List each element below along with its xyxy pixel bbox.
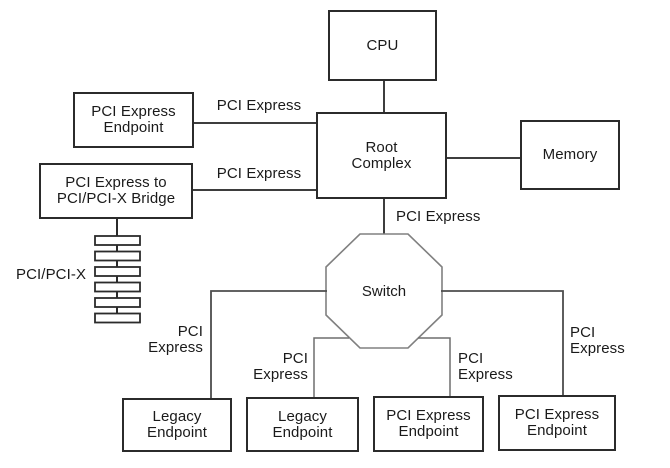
node-label: Root — [365, 138, 398, 156]
node-pcie-endpoint-4: PCI Express Endpoint — [498, 395, 616, 451]
node-pcie-endpoint-left: PCI Express Endpoint — [73, 92, 194, 148]
node-label: Legacy — [278, 407, 327, 425]
edge-label-switch-legacy-1: PCI Express — [148, 323, 203, 356]
node-label: PCI Express to — [65, 174, 167, 191]
node-label: Endpoint — [103, 119, 164, 136]
node-root-complex: Root Complex — [316, 112, 447, 199]
edge-label-switch-pcie-4: PCI Express — [570, 324, 625, 357]
node-label: Endpoint — [526, 422, 588, 439]
node-label: Endpoint — [272, 423, 333, 441]
node-label: Legacy — [152, 408, 202, 425]
edge-label-endpoint-to-rc: PCI Express — [216, 97, 302, 114]
node-label: CPU — [366, 36, 399, 54]
edge-switch-pcie-endpoint-3 — [418, 337, 451, 396]
node-label: Endpoint — [146, 424, 208, 441]
node-cpu: CPU — [328, 10, 437, 81]
node-switch-label: Switch — [361, 283, 407, 300]
edge-switch-legacy-endpoint-1 — [210, 290, 327, 398]
switch-octagon — [325, 233, 443, 349]
node-label: Memory — [542, 146, 598, 163]
node-label: Endpoint — [398, 423, 459, 440]
node-legacy-endpoint-1: Legacy Endpoint — [122, 398, 232, 452]
node-legacy-endpoint-2: Legacy Endpoint — [246, 397, 359, 452]
node-label: PCI Express — [91, 103, 176, 120]
edge-label-bridge-to-rc: PCI Express — [216, 165, 302, 182]
node-label: PCI/PCI-X Bridge — [56, 190, 176, 207]
edge-switch-legacy-endpoint-2 — [313, 337, 349, 397]
edge-label-switch-legacy-2: PCI Express — [253, 350, 308, 383]
edge-switch-pcie-endpoint-4 — [441, 290, 564, 395]
pci-bus-label: PCI/PCI-X — [16, 266, 87, 283]
node-pcie-endpoint-3: PCI Express Endpoint — [373, 396, 484, 452]
node-label: PCI Express — [386, 407, 471, 424]
edge-label-switch-pcie-3: PCI Express — [458, 350, 513, 383]
node-label: Complex — [351, 154, 412, 172]
node-label: PCI Express — [514, 406, 600, 423]
node-memory: Memory — [520, 120, 620, 190]
edge-label-rc-to-switch: PCI Express — [396, 208, 481, 225]
node-pcie-to-pci-bridge: PCI Express to PCI/PCI-X Bridge — [39, 163, 193, 219]
pci-bus-slots — [94, 235, 141, 324]
